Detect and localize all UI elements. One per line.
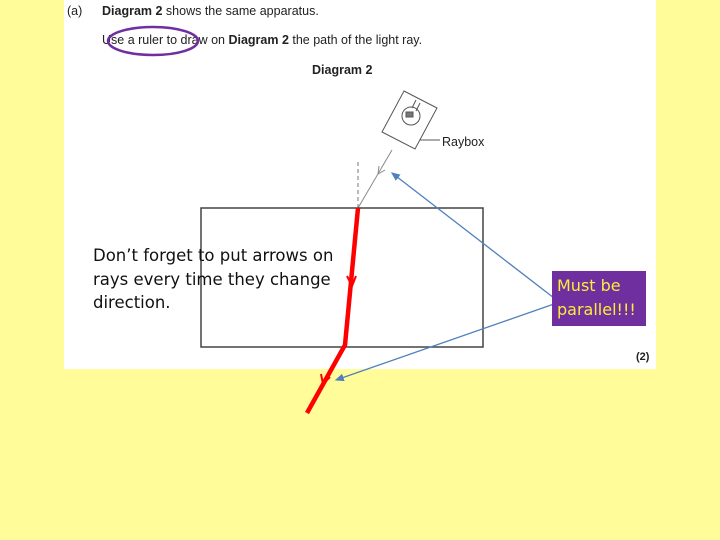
pointer-arrow <box>390 172 555 299</box>
highlight-circle <box>106 25 200 57</box>
marks-label: (2) <box>636 351 650 363</box>
raybox-label: Raybox <box>442 135 485 149</box>
ray-arrow-icon <box>320 373 331 387</box>
incident-arrow-icon <box>377 165 386 175</box>
incident-ray <box>357 149 393 209</box>
ray-arrow-icon <box>346 275 357 289</box>
question-line-1: Diagram 2 shows the same apparatus. <box>102 4 319 18</box>
diagram-title: Diagram 2 <box>312 63 373 77</box>
parallel-callout: Must be parallel!!! <box>552 271 646 326</box>
raybox-icon <box>381 90 440 150</box>
arrow-reminder-note: Don’t forget to put arrows on rays every… <box>93 246 334 312</box>
refracted-ray <box>305 207 361 415</box>
part-label: (a) <box>67 4 83 18</box>
pointer-arrow <box>334 303 555 382</box>
